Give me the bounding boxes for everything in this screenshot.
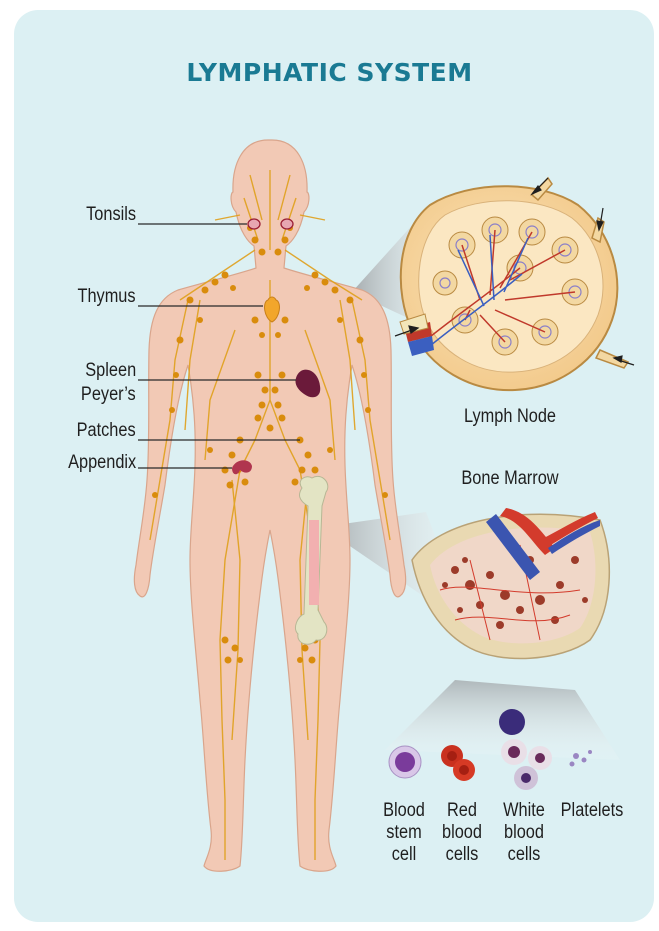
label-appendix: Appendix — [68, 452, 136, 474]
label-spleen: Spleen — [85, 360, 136, 382]
tonsil-left — [248, 219, 260, 229]
lymph-node-detail — [395, 178, 634, 390]
label-platelets: Platelets — [556, 800, 628, 822]
label-peyers-line1: Peyer’s — [81, 384, 136, 406]
label-peyers-line2: Patches — [77, 420, 136, 442]
label-thymus: Thymus — [78, 286, 136, 308]
tonsil-right — [281, 219, 293, 229]
bone-marrow-detail — [412, 508, 609, 658]
label-tonsils: Tonsils — [86, 204, 136, 226]
label-bone-marrow: Bone Marrow — [450, 468, 570, 490]
label-lymph-node: Lymph Node — [450, 406, 570, 428]
blood-stem-cell-illustration — [389, 746, 421, 778]
